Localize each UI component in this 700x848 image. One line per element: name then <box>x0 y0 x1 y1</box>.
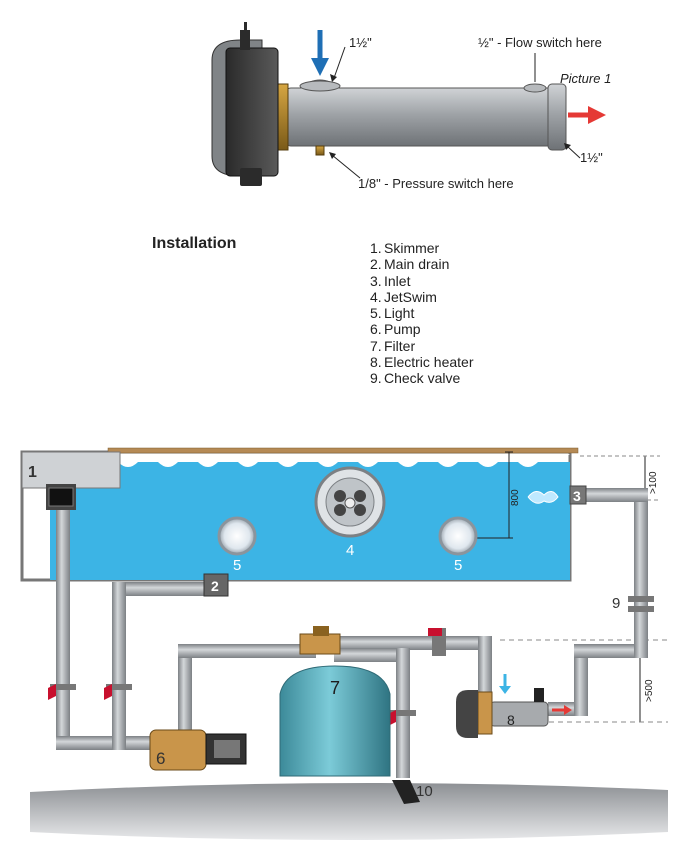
legend-item: 7.Filter <box>370 337 416 354</box>
legend-item: 3.Inlet <box>370 272 411 289</box>
marker-inlet: 3 <box>573 488 581 504</box>
legend-item: 5.Light <box>370 305 415 322</box>
pump <box>149 729 247 771</box>
check-valve-skimmer <box>48 684 76 700</box>
legend-item: 6.Pump <box>370 321 421 338</box>
marker-drain: 2 <box>211 578 219 594</box>
ground <box>30 782 668 840</box>
heater-tube <box>284 87 556 147</box>
heater-detail-illustration <box>211 22 606 186</box>
check-valve-return <box>628 596 654 612</box>
return-inlet <box>569 485 587 505</box>
pool-deck <box>107 447 579 454</box>
check-valve-drain <box>104 684 132 700</box>
marker-drain-out: 10 <box>416 783 433 800</box>
marker-light-left: 5 <box>233 557 241 574</box>
picture-label: Picture 1 <box>560 71 612 86</box>
marker-light-right: 5 <box>454 557 462 574</box>
outlet-size-label: 1½" <box>580 150 603 165</box>
pool-installation-diagram: 1 2 3 4 5 5 6 7 8 9 10 800 >100 >500 <box>20 447 668 840</box>
legend-item: 2.Main drain <box>370 256 450 273</box>
installation-heading: Installation <box>152 235 237 252</box>
pool-light-right <box>438 516 478 556</box>
dim-above-100: >100 <box>648 471 659 494</box>
waste-outlet <box>392 780 420 804</box>
flow-switch-fitting <box>523 83 547 93</box>
electric-heater <box>456 688 549 738</box>
legend-item: 8.Electric heater <box>370 354 474 371</box>
marker-heater: 8 <box>507 712 515 728</box>
marker-jetswim: 4 <box>346 542 354 559</box>
legend-item: 9.Check valve <box>370 370 461 387</box>
flow-switch-label: ½" - Flow switch here <box>478 35 602 50</box>
pressure-switch-fitting <box>315 145 325 156</box>
dim-above-500: >500 <box>644 679 655 702</box>
main-drain <box>203 573 229 597</box>
marker-filter: 7 <box>330 678 340 698</box>
pool-water <box>50 462 570 580</box>
legend-item: 4.JetSwim <box>370 288 437 305</box>
marker-check-valve: 9 <box>612 595 620 612</box>
skimmer-box <box>21 451 121 489</box>
dim-800: 800 <box>510 489 521 506</box>
marker-skimmer: 1 <box>28 464 37 481</box>
pool-light-left <box>217 516 257 556</box>
inlet-size-label: 1½" <box>349 35 372 50</box>
legend-item: 1.Skimmer <box>370 240 440 256</box>
marker-pump: 6 <box>156 749 165 768</box>
pressure-switch-label: 1/8" - Pressure switch here <box>358 176 514 191</box>
installation-legend: 1.Skimmer 2.Main drain 3.Inlet 4.JetSwim… <box>370 240 473 387</box>
sand-filter <box>279 626 391 777</box>
